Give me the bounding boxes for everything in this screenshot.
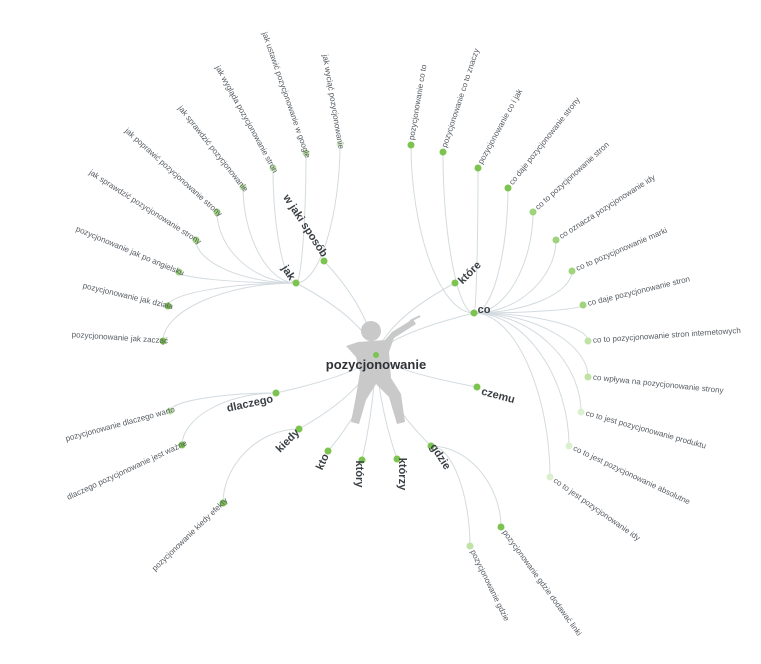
leaf-node[interactable] [175, 268, 183, 276]
edge-jak-leaf [216, 211, 297, 284]
leaf-node[interactable] [164, 302, 172, 310]
edge-jak-leaf [162, 282, 297, 342]
branch-label-czemu: czemu [480, 386, 516, 406]
edge-jak-leaf [295, 143, 341, 284]
leaf-node[interactable] [336, 140, 344, 148]
edge-co-leaf [473, 167, 479, 314]
branch-node-ktorzy[interactable] [393, 455, 401, 463]
leaf-label: pozycjonowanie co to znaczy [440, 47, 481, 148]
edge-co-leaf [442, 151, 475, 314]
root-label: pozycjonowanie [326, 357, 426, 372]
branch-node-jak[interactable] [292, 279, 300, 287]
nodes-layer [159, 140, 592, 550]
leaf-label: co to jest pozycjonowanie absolutne [572, 444, 692, 507]
edge-gdzie-leaf [430, 445, 502, 528]
leaf-node[interactable] [213, 208, 221, 216]
leaf-label: co to pozycjonowanie stron [533, 140, 610, 212]
leaf-node[interactable] [568, 267, 576, 275]
leaf-node[interactable] [159, 337, 167, 345]
leaf-node[interactable] [407, 141, 415, 149]
leaf-node[interactable] [466, 542, 474, 550]
edge-gdzie-leaf [430, 445, 471, 547]
edge-jak-leaf [195, 239, 297, 284]
leaf-label: pozycjonowanie gdzie [469, 548, 512, 623]
branch-label-gdzie: gdzie [427, 442, 452, 472]
edge-co-leaf [473, 239, 557, 314]
branch-node-w_jaki_sposob[interactable] [320, 257, 328, 265]
leaf-label: pozycjonowanie jak działa [82, 281, 175, 311]
edge-co-leaf [473, 211, 534, 314]
leaf-node[interactable] [497, 523, 505, 531]
leaf-label: pozycjonowanie kiedy efekty [150, 496, 229, 573]
edge-dlaczego-leaf [181, 392, 277, 446]
branch-node-ktore[interactable] [451, 279, 459, 287]
leaf-node[interactable] [192, 236, 200, 244]
branch-label-ktore: które [456, 259, 484, 287]
leaf-node[interactable] [269, 164, 277, 172]
leaf-label: jak wyciąć pozycjonowanie [320, 53, 345, 150]
branch-label-ktory: który [353, 461, 365, 489]
pointing-person-icon [346, 315, 421, 424]
branch-label-co: co [478, 304, 491, 316]
edge-jak-leaf [242, 186, 297, 284]
edge-co-leaf [473, 312, 570, 447]
edge-co-leaf [410, 144, 475, 314]
leaf-label: co wpływa na pozycjonowanie strony [593, 373, 724, 395]
leaf-node[interactable] [579, 301, 587, 309]
leaf-label: co oznacza pozycjonowanie idy [558, 173, 657, 241]
edge-co-leaf [473, 187, 509, 314]
leaf-label: pozycjonowanie co to [407, 63, 429, 140]
leaf-node[interactable] [552, 236, 560, 244]
leaf-label: jak ustawić pozycjonowanie w google [260, 30, 312, 160]
edge-co-leaf [473, 270, 573, 314]
leaf-label: co to pozycjonowanie stron internetowych [593, 326, 741, 345]
branch-node-ktory[interactable] [358, 456, 366, 464]
branch-label-kto: kto [314, 452, 332, 472]
branch-node-czemu[interactable] [473, 383, 481, 391]
leaf-node[interactable] [178, 441, 186, 449]
root-node[interactable]: pozycjonowanie [326, 352, 426, 372]
leaf-label: co to jest pozycjonowanie produktu [585, 409, 707, 451]
branch-node-dlaczego[interactable] [272, 389, 280, 397]
leaf-node[interactable] [504, 184, 512, 192]
branch-label-ktorzy: którzy [396, 458, 408, 491]
leaf-label: co to jest pozycjonowanie idy [552, 476, 642, 543]
leaf-label: co to pozycjonowanie marki [575, 226, 669, 273]
leaf-node[interactable] [584, 373, 592, 381]
leaf-node[interactable] [166, 407, 174, 415]
leaf-label: co daje pozycjonowanie stron [587, 274, 691, 307]
branch-node-kto[interactable] [324, 447, 332, 455]
branch-node-kiedy[interactable] [295, 425, 303, 433]
leaf-node[interactable] [546, 473, 554, 481]
edge-co-leaf [473, 312, 551, 478]
leaf-label: dlaczego pozycjonowanie jest ważne [65, 438, 188, 502]
edge-co-leaf [473, 312, 582, 413]
leaf-label: pozycjonowanie gdzie dodawać linki [501, 528, 584, 637]
leaf-node[interactable] [474, 164, 482, 172]
branch-node-co[interactable] [470, 309, 478, 317]
leaf-node[interactable] [239, 183, 247, 191]
leaf-node[interactable] [584, 337, 592, 345]
leaf-label: pozycjonowanie co i jak [476, 87, 525, 166]
leaf-node[interactable] [529, 208, 537, 216]
leaf-node[interactable] [577, 408, 585, 416]
edge-jak-leaf [272, 167, 297, 284]
edge-co-leaf [473, 312, 589, 378]
leaf-node[interactable] [302, 149, 310, 157]
edge-kiedy-leaf [222, 428, 300, 504]
leaf-label: pozycjonowanie jak zacząć [71, 330, 168, 345]
leaf-node[interactable] [565, 442, 573, 450]
leaf-label: pozycjonowanie dlaczego warto [65, 405, 177, 443]
edge-root-w_jaki_sposob [323, 260, 377, 356]
branch-node-gdzie[interactable] [427, 442, 435, 450]
leaf-node[interactable] [219, 499, 227, 507]
root-dot [373, 352, 379, 358]
leaf-node[interactable] [439, 148, 447, 156]
edge-jak-leaf [167, 282, 297, 307]
branch-label-dlaczego: dlaczego [226, 393, 275, 415]
leaf-label: pozycjonowanie jak po angielsku [75, 224, 186, 277]
